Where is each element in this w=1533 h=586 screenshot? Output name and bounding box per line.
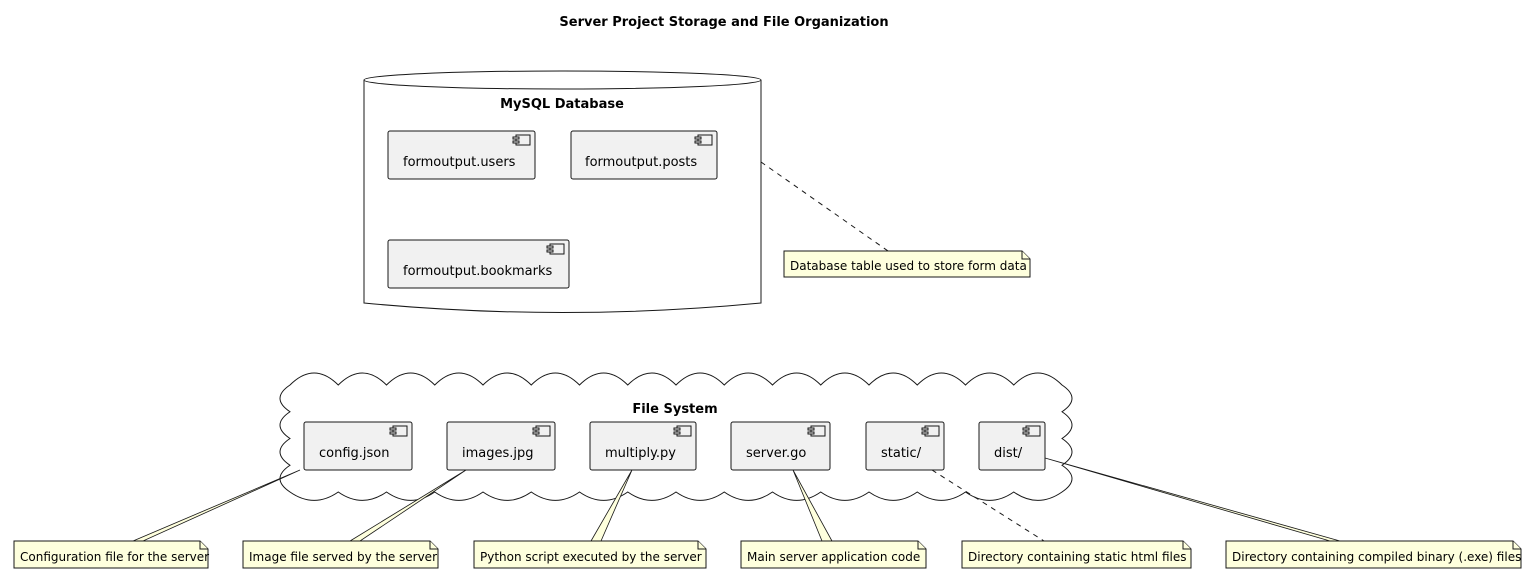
diagram-title: Server Project Storage and File Organiza… bbox=[559, 15, 888, 30]
file-label: static/ bbox=[881, 446, 922, 461]
note-connector-config bbox=[132, 469, 301, 542]
db-note: Database table used to store form data bbox=[783, 250, 1031, 278]
file-images-jpg[interactable]: images.jpg bbox=[446, 421, 556, 471]
note-text: Image file served by the server bbox=[249, 550, 437, 564]
note-text: Directory containing static html files bbox=[968, 550, 1186, 564]
file-system-label: File System bbox=[632, 402, 717, 417]
db-table-bookmarks[interactable]: formoutput.bookmarks bbox=[387, 239, 570, 289]
db-table-label: formoutput.users bbox=[403, 155, 516, 170]
note-server: Main server application code bbox=[740, 540, 927, 569]
db-note-text: Database table used to store form data bbox=[790, 259, 1027, 273]
note-connector-static bbox=[931, 469, 1045, 542]
file-label: config.json bbox=[319, 446, 390, 461]
file-label: images.jpg bbox=[462, 446, 534, 461]
file-label: multiply.py bbox=[605, 446, 676, 461]
database-label: MySQL Database bbox=[500, 97, 624, 112]
file-server-go[interactable]: server.go bbox=[730, 421, 831, 471]
db-table-users[interactable]: formoutput.users bbox=[387, 130, 536, 180]
component-icon bbox=[807, 425, 826, 437]
component-icon bbox=[673, 425, 692, 437]
file-label: server.go bbox=[746, 446, 806, 461]
db-table-label: formoutput.bookmarks bbox=[403, 264, 553, 279]
db-table-posts[interactable]: formoutput.posts bbox=[570, 130, 718, 180]
file-dist-dir[interactable]: dist/ bbox=[978, 421, 1046, 471]
component-icon bbox=[921, 425, 940, 437]
note-text: Python script executed by the server bbox=[480, 550, 702, 564]
component-icon bbox=[1022, 425, 1041, 437]
component-icon bbox=[694, 134, 713, 146]
note-text: Directory containing compiled binary (.e… bbox=[1232, 550, 1521, 564]
note-text: Configuration file for the server bbox=[20, 550, 209, 564]
note-images: Image file served by the server bbox=[242, 540, 439, 569]
component-icon bbox=[512, 134, 531, 146]
file-label: dist/ bbox=[994, 446, 1023, 461]
component-icon bbox=[546, 243, 565, 255]
note-dist: Directory containing compiled binary (.e… bbox=[1225, 540, 1522, 569]
note-static: Directory containing static html files bbox=[961, 540, 1192, 569]
file-multiply-py[interactable]: multiply.py bbox=[589, 421, 697, 471]
note-text: Main server application code bbox=[747, 550, 920, 564]
note-multiply: Python script executed by the server bbox=[473, 540, 707, 569]
file-config-json[interactable]: config.json bbox=[303, 421, 413, 471]
note-connector-dist bbox=[1044, 457, 1341, 542]
file-static-dir[interactable]: static/ bbox=[865, 421, 945, 471]
note-config: Configuration file for the server bbox=[13, 540, 209, 569]
component-icon bbox=[389, 425, 408, 437]
db-table-label: formoutput.posts bbox=[585, 155, 697, 170]
file-note-connectors bbox=[132, 457, 1341, 542]
db-note-connector bbox=[760, 161, 889, 252]
component-icon bbox=[532, 425, 551, 437]
